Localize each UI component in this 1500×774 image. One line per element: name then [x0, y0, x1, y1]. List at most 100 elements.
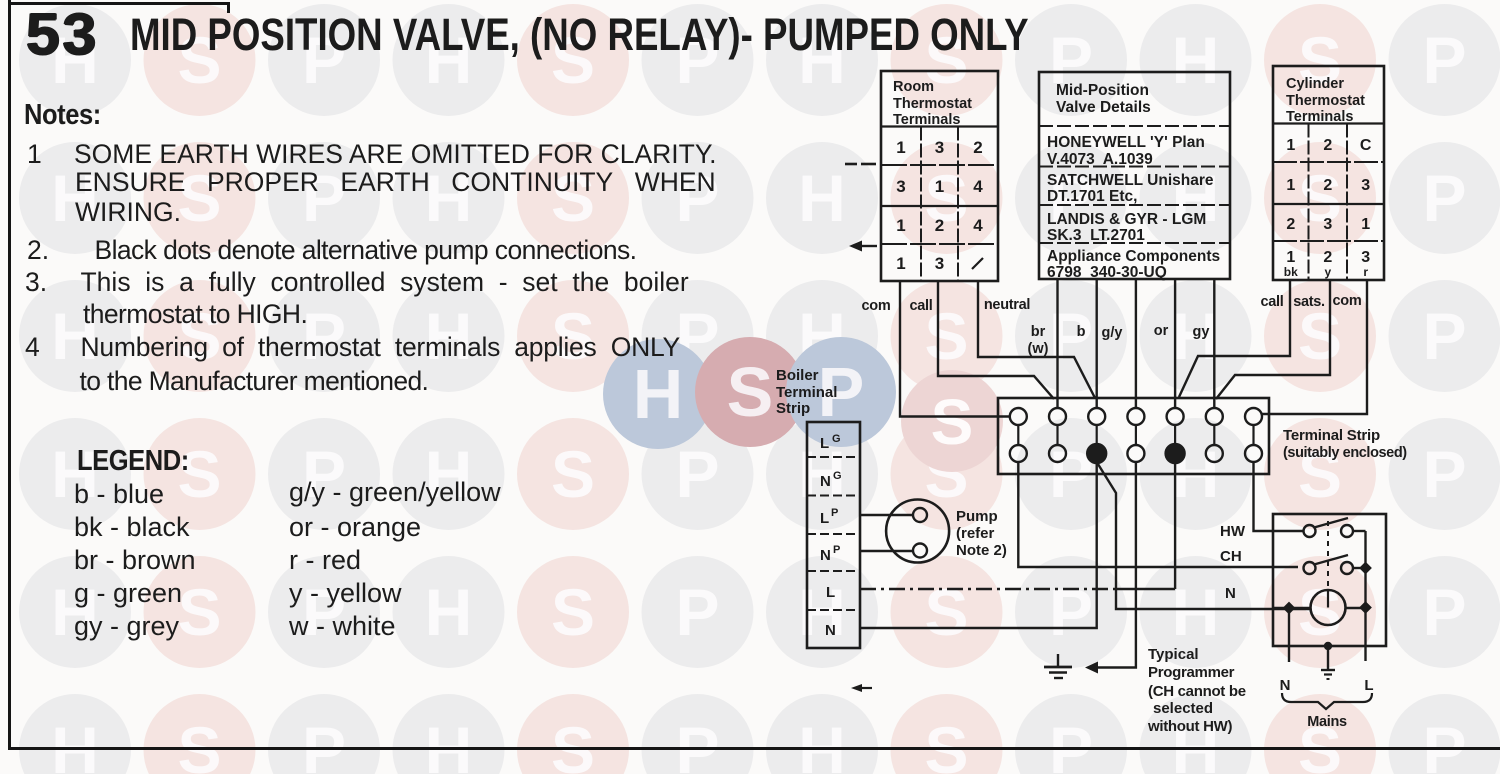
svg-text:S: S	[924, 161, 968, 235]
svg-text:P: P	[1422, 437, 1466, 511]
svg-text:Valve Details: Valve Details	[1056, 99, 1151, 116]
svg-text:2: 2	[935, 216, 944, 235]
svg-text:G: G	[833, 470, 842, 482]
svg-text:S: S	[1298, 23, 1342, 97]
svg-text:3: 3	[1361, 249, 1370, 266]
svg-text:H: H	[1172, 575, 1220, 649]
svg-text:H: H	[633, 355, 684, 433]
svg-text:P: P	[302, 161, 346, 235]
svg-text:call: call	[910, 298, 933, 314]
svg-text:P: P	[302, 437, 346, 511]
svg-text:Programmer: Programmer	[1148, 664, 1235, 681]
svg-text:(CH cannot be: (CH cannot be	[1148, 683, 1246, 700]
svg-text:S: S	[931, 386, 974, 458]
svg-text:P: P	[818, 353, 865, 431]
svg-text:2: 2	[1323, 137, 1332, 154]
svg-text:H: H	[1172, 161, 1220, 235]
svg-text:y: y	[1324, 265, 1331, 279]
svg-text:N: N	[820, 473, 831, 490]
svg-text:P: P	[302, 713, 346, 774]
svg-text:(suitably enclosed): (suitably enclosed)	[1283, 445, 1407, 461]
svg-text:1: 1	[896, 216, 905, 235]
svg-text:H: H	[51, 299, 99, 373]
svg-text:4: 4	[973, 177, 983, 196]
svg-text:Terminal Strip: Terminal Strip	[1283, 427, 1380, 444]
svg-text:3: 3	[935, 138, 944, 157]
svg-text:gy: gy	[1193, 324, 1210, 340]
svg-text:DT.1701 Etc,: DT.1701 Etc,	[1047, 188, 1137, 205]
svg-text:1: 1	[1286, 137, 1295, 154]
svg-text:bk: bk	[1284, 265, 1298, 279]
svg-text:(refer: (refer	[956, 525, 995, 542]
svg-text:P: P	[1049, 161, 1093, 235]
svg-text:call: call	[1261, 294, 1284, 310]
svg-text:3: 3	[896, 177, 905, 196]
svg-text:P: P	[675, 575, 719, 649]
svg-text:1: 1	[935, 177, 944, 196]
svg-text:H: H	[1172, 23, 1220, 97]
svg-text:3: 3	[935, 254, 944, 273]
svg-text:com: com	[862, 298, 891, 314]
svg-text:S: S	[924, 299, 968, 373]
svg-text:G: G	[832, 433, 841, 445]
svg-text:P: P	[1422, 713, 1466, 774]
svg-text:S: S	[1298, 299, 1342, 373]
svg-text:H: H	[425, 23, 473, 97]
svg-text:N: N	[825, 622, 836, 639]
svg-text:Pump: Pump	[956, 508, 998, 525]
svg-text:(w): (w)	[1028, 341, 1049, 357]
svg-text:P: P	[675, 713, 719, 774]
svg-text:H: H	[51, 575, 99, 649]
svg-text:HONEYWELL 'Y' Plan: HONEYWELL 'Y' Plan	[1047, 134, 1205, 151]
svg-text:P: P	[302, 575, 346, 649]
svg-text:P: P	[1049, 23, 1093, 97]
svg-text:Terminals: Terminals	[893, 112, 960, 128]
svg-text:H: H	[425, 437, 473, 511]
svg-text:br: br	[1031, 324, 1046, 340]
svg-text:H: H	[51, 437, 99, 511]
svg-text:L: L	[1364, 677, 1373, 694]
svg-text:S: S	[551, 299, 595, 373]
svg-text:L: L	[820, 510, 829, 527]
svg-text:selected: selected	[1153, 700, 1213, 717]
svg-text:Thermostat: Thermostat	[1286, 93, 1365, 109]
svg-text:S: S	[551, 161, 595, 235]
svg-text:S: S	[551, 575, 595, 649]
svg-text:Terminals: Terminals	[1286, 109, 1353, 125]
svg-text:S: S	[551, 713, 595, 774]
svg-text:LANDIS & GYR - LGM: LANDIS & GYR - LGM	[1047, 211, 1206, 228]
svg-text:P: P	[675, 437, 719, 511]
svg-text:H: H	[798, 161, 846, 235]
svg-text:P: P	[1422, 161, 1466, 235]
svg-text:L: L	[826, 584, 835, 601]
svg-text:SATCHWELL Unishare: SATCHWELL Unishare	[1047, 172, 1214, 189]
svg-text:Thermostat: Thermostat	[893, 96, 972, 112]
svg-text:b: b	[1077, 324, 1086, 340]
svg-text:Typical: Typical	[1148, 646, 1199, 663]
svg-text:S: S	[1298, 713, 1342, 774]
svg-text:H: H	[425, 713, 473, 774]
svg-text:S: S	[177, 299, 221, 373]
svg-text:Strip: Strip	[776, 400, 810, 417]
svg-text:Mid-Position: Mid-Position	[1056, 82, 1149, 99]
svg-text:g/y: g/y	[1102, 325, 1123, 341]
svg-text:N: N	[820, 547, 831, 564]
svg-text:P: P	[833, 544, 840, 556]
svg-text:L: L	[820, 435, 829, 452]
svg-text:2: 2	[1323, 177, 1332, 194]
svg-text:r: r	[1363, 265, 1368, 279]
svg-text:SK.3 LT.2701: SK.3 LT.2701	[1047, 227, 1145, 244]
svg-text:H: H	[51, 713, 99, 774]
svg-text:Note 2): Note 2)	[956, 542, 1007, 559]
svg-text:CH: CH	[1220, 548, 1242, 565]
svg-text:S: S	[177, 23, 221, 97]
svg-text:S: S	[727, 353, 774, 431]
svg-text:Appliance Components: Appliance Components	[1047, 248, 1220, 265]
svg-text:Mains: Mains	[1307, 714, 1347, 730]
svg-text:S: S	[177, 161, 221, 235]
svg-text:S: S	[1298, 575, 1342, 649]
svg-text:H: H	[798, 23, 846, 97]
svg-text:S: S	[1298, 437, 1342, 511]
svg-text:H: H	[425, 299, 473, 373]
svg-text:S: S	[924, 713, 968, 774]
